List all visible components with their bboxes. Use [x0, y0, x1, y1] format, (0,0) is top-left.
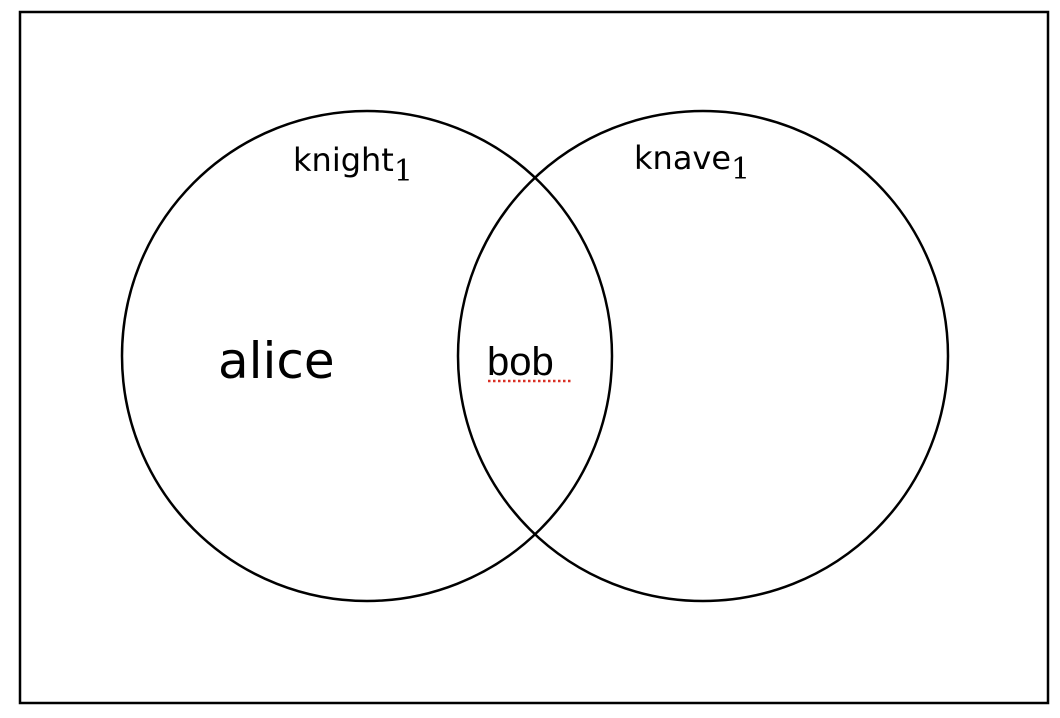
set-circle-left: [120, 109, 614, 603]
member-alice: alice: [218, 332, 335, 390]
frame-border: [18, 10, 1050, 705]
set-label-left-name: knight: [293, 141, 394, 179]
set-label-left-subscript: 1: [394, 154, 413, 189]
set-circle-right: [456, 109, 950, 603]
set-label-right-name: knave: [634, 139, 731, 177]
set-label-left: knight1: [293, 141, 413, 189]
set-label-right: knave1: [634, 139, 750, 187]
set-label-right-subscript: 1: [731, 152, 750, 187]
member-bob: bob: [487, 340, 554, 384]
